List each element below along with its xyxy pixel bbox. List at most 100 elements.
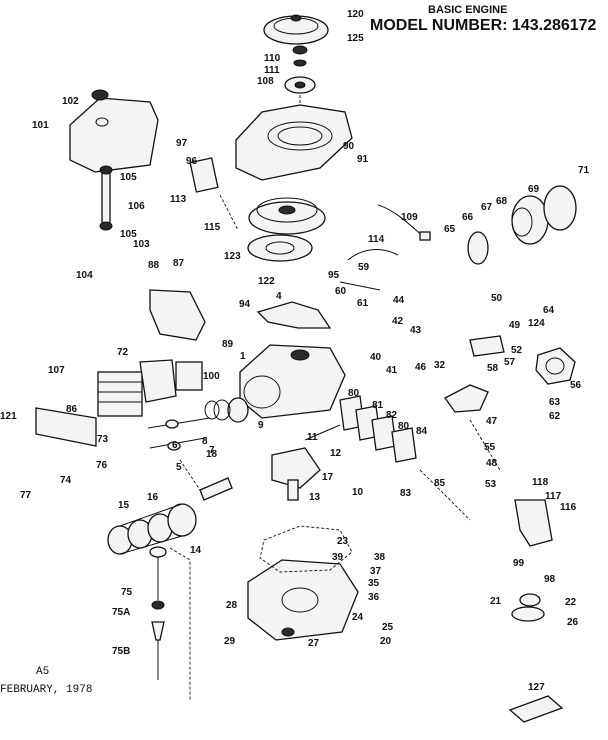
callout-122: 122 <box>258 276 275 287</box>
connecting-rod <box>199 477 233 501</box>
cylinder-block <box>239 344 346 419</box>
callout-109: 109 <box>401 212 418 223</box>
callout-120: 120 <box>347 9 364 20</box>
callout-105: 105 <box>120 229 137 240</box>
callout-48: 48 <box>486 458 498 469</box>
crankcase-cover <box>247 559 359 641</box>
callout-16: 16 <box>147 492 159 503</box>
callout-41: 41 <box>386 365 398 376</box>
callout-46: 46 <box>415 362 427 373</box>
callout-118: 118 <box>532 477 549 488</box>
callout-113: 113 <box>170 194 187 205</box>
throttle-link <box>347 249 399 261</box>
callout-66: 66 <box>462 212 474 223</box>
callout-21: 21 <box>490 596 502 607</box>
reed-valve-assembly <box>339 395 417 463</box>
head-gasket <box>139 359 177 403</box>
deflector <box>35 407 97 447</box>
callout-8: 8 <box>202 436 208 447</box>
callout-114: 114 <box>368 234 385 245</box>
callout-74: 74 <box>60 475 72 486</box>
callout-75: 75 <box>121 587 133 598</box>
callout-77: 77 <box>20 490 32 501</box>
callout-124: 124 <box>528 318 545 329</box>
callout-80: 80 <box>348 388 360 399</box>
callout-27: 27 <box>308 638 320 649</box>
callout-29: 29 <box>224 636 236 647</box>
callout-25: 25 <box>382 622 394 633</box>
callout-75a: 75A <box>112 607 130 618</box>
callout-99: 99 <box>513 558 525 569</box>
recoil-starter <box>263 14 329 45</box>
callout-125: 125 <box>347 33 364 44</box>
callout-123: 123 <box>224 251 241 262</box>
callout-116: 116 <box>560 502 577 513</box>
callout-121: 121 <box>0 411 17 422</box>
mounting-bracket <box>514 499 553 547</box>
air-baffle <box>256 301 332 329</box>
muffler <box>107 503 197 555</box>
dipstick <box>149 546 167 680</box>
callout-61: 61 <box>357 298 369 309</box>
callout-37: 37 <box>370 566 382 577</box>
callout-94: 94 <box>239 299 251 310</box>
callout-87: 87 <box>173 258 185 269</box>
callout-97: 97 <box>176 138 188 149</box>
callout-65: 65 <box>444 224 456 235</box>
callout-13: 13 <box>309 492 321 503</box>
callout-89: 89 <box>222 339 234 350</box>
callout-23: 23 <box>337 536 349 547</box>
footer-date: FEBRUARY, 1978 <box>0 684 93 696</box>
callout-17: 17 <box>322 472 334 483</box>
callout-117: 117 <box>545 491 562 502</box>
callout-91: 91 <box>357 154 369 165</box>
callout-15: 15 <box>118 500 130 511</box>
callout-1: 1 <box>240 351 246 362</box>
control-bracket <box>149 289 206 341</box>
callout-40: 40 <box>370 352 382 363</box>
header-title: BASIC ENGINE <box>428 4 508 16</box>
footer-code: A5 <box>36 666 50 678</box>
callout-86: 86 <box>66 404 78 415</box>
callout-108: 108 <box>257 76 274 87</box>
callout-85: 85 <box>434 478 446 489</box>
governor-link <box>339 281 381 291</box>
callout-38: 38 <box>374 552 386 563</box>
callout-102: 102 <box>62 96 79 107</box>
callout-43: 43 <box>410 325 422 336</box>
callout-6: 6 <box>172 440 178 451</box>
callout-73: 73 <box>97 434 109 445</box>
callout-39: 39 <box>332 552 344 563</box>
callout-127: 127 <box>528 682 545 693</box>
fuel-line <box>99 165 113 231</box>
callout-35: 35 <box>368 578 380 589</box>
callout-24: 24 <box>352 612 364 623</box>
washers <box>284 45 316 94</box>
control-lever <box>444 384 489 413</box>
callout-60: 60 <box>335 286 347 297</box>
callout-63: 63 <box>549 397 561 408</box>
callout-56: 56 <box>570 380 582 391</box>
base-gasket <box>259 525 353 573</box>
callout-20: 20 <box>380 636 392 647</box>
callout-72: 72 <box>117 347 129 358</box>
blower-housing <box>235 104 353 181</box>
callout-57: 57 <box>504 357 516 368</box>
callout-36: 36 <box>368 592 380 603</box>
callout-90: 90 <box>343 141 355 152</box>
crankshaft <box>271 424 341 501</box>
cylinder-head <box>97 371 143 417</box>
callout-32: 32 <box>434 360 446 371</box>
callout-104: 104 <box>76 270 93 281</box>
callout-84: 84 <box>416 426 428 437</box>
callout-101: 101 <box>32 120 49 131</box>
callout-55: 55 <box>484 442 496 453</box>
callout-7: 7 <box>209 445 215 456</box>
fuel-tank <box>69 89 159 173</box>
gasket-set <box>508 695 564 723</box>
flywheel <box>247 197 326 262</box>
callout-71: 71 <box>578 165 590 176</box>
callout-18: 18 <box>206 449 218 460</box>
model-number: MODEL NUMBER: 143.286172 <box>370 17 597 34</box>
callout-75b: 75B <box>112 646 130 657</box>
